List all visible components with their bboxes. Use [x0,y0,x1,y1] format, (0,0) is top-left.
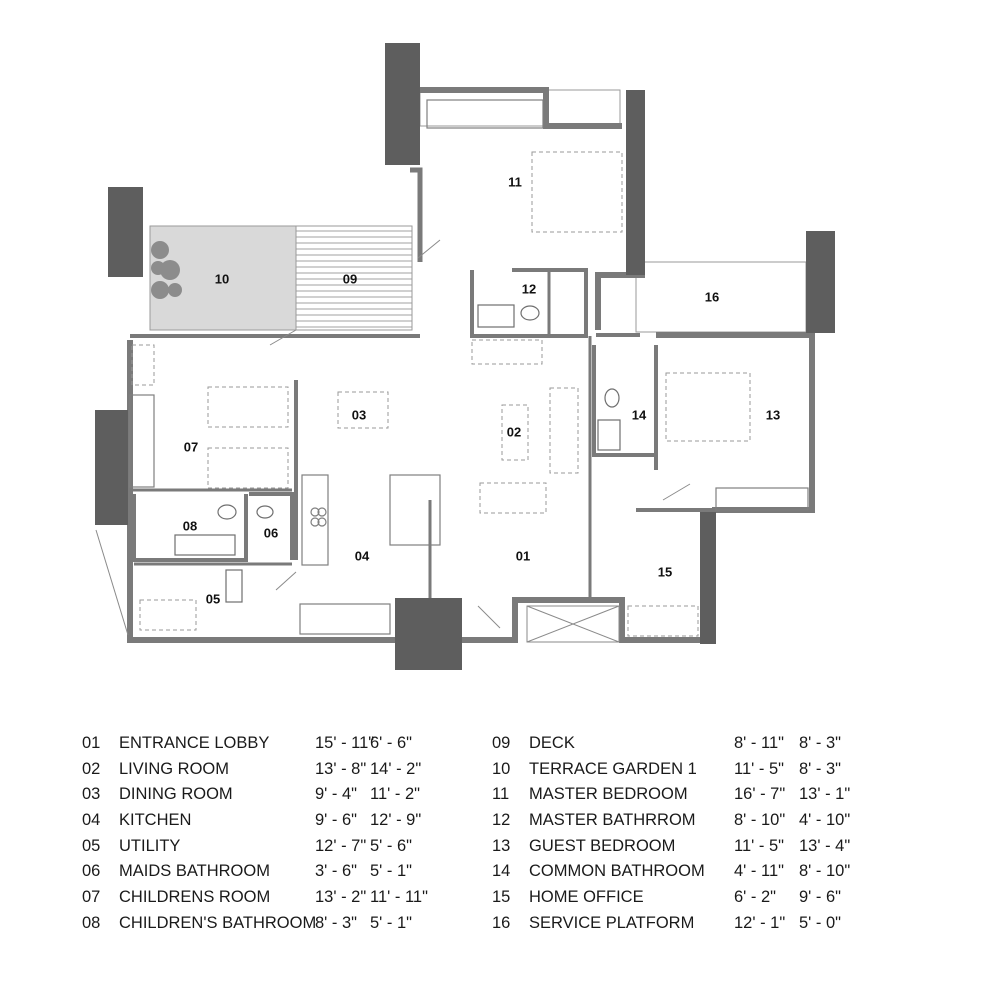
room-dimension-2: 8' - 10" [799,862,851,881]
room-dimension-2: 4' - 10" [799,811,851,830]
room-tags: 11 10 09 12 16 03 02 14 13 07 08 06 04 0… [183,174,780,606]
room-tag: 07 [184,439,198,454]
room-tag: 13 [766,407,780,422]
room-tag: 15 [658,564,672,579]
room-dimension-2: 13' - 4" [799,836,851,855]
room-dimension-2: 12' - 9" [370,811,422,830]
room-dimension-1: 4' - 11" [734,862,784,881]
room-name: ENTRANCE LOBBY [119,734,270,752]
wardrobes [129,99,809,635]
room-dimension-2: 5' - 0" [799,913,842,932]
room-tag: 06 [264,525,278,540]
room-name: UTILITY [119,836,181,855]
room-tag: 10 [215,271,229,286]
room-number: 03 [82,785,101,804]
room-name: DECK [529,734,575,752]
room-number: 11 [492,785,510,804]
room-dimension-1: 9' - 6" [315,811,358,830]
room-number: 07 [82,888,101,907]
bathroom-fixtures [174,304,621,603]
room-name: MASTER BATHRROM [529,811,696,830]
room-name: SERVICE PLATFORM [529,913,695,932]
room-dimension-2: 11' - 2" [370,785,420,804]
garden-planting [151,241,182,299]
room-number: 05 [82,836,101,855]
room-tag: 01 [516,548,530,563]
room-dimension-1: 6' - 2" [734,888,777,907]
room-name: HOME OFFICE [529,888,644,907]
room-dimension-1: 12' - 1" [734,913,786,932]
room-dimension-2: 11' - 11" [370,888,428,907]
room-dimension-2: 5' - 1" [370,862,413,881]
room-number: 12 [492,811,511,830]
room-number: 01 [82,734,101,752]
room-name: TERRACE GARDEN 1 [529,759,697,778]
room-number: 10 [492,759,511,778]
room-name: LIVING ROOM [119,759,230,778]
room-name: MASTER BEDROOM [529,785,688,804]
service-platform-area [635,261,807,333]
room-tag: 04 [355,548,370,563]
room-tag: 12 [522,281,536,296]
room-tag: 03 [352,407,366,422]
room-dimension-1: 3' - 6" [315,862,358,881]
furniture [131,151,751,637]
room-dimension-1: 11' - 5" [734,836,784,855]
room-name: CHILDREN'S BATHROOM [119,913,317,932]
room-tag: 11 [508,174,522,189]
room-name: KITCHEN [119,811,192,830]
room-number: 09 [492,734,511,752]
room-tag: 08 [183,518,197,533]
room-number: 08 [82,913,101,932]
room-name: DINING ROOM [119,785,233,804]
room-tag: 14 [632,407,647,422]
room-dimension-2: 5' - 1" [370,913,413,932]
room-dimension-2: 13' - 1" [799,785,851,804]
room-dimension-1: 8' - 10" [734,811,786,830]
room-dimension-1: 16' - 7" [734,785,786,804]
room-number: 06 [82,862,101,881]
room-name: GUEST BEDROOM [529,836,676,855]
room-number: 02 [82,759,101,778]
door-swings [95,239,691,643]
room-name: MAIDS BATHROOM [119,862,270,881]
room-name: COMMON BATHROOM [529,862,705,881]
room-dimension-1: 11' - 5" [734,759,784,778]
master-balcony [419,89,621,127]
room-dimension-1: 15' - 11" [315,734,375,752]
room-tag: 09 [343,271,357,286]
room-dimension-2: 5' - 6" [370,836,413,855]
room-number: 14 [492,862,511,881]
room-dimension-1: 13' - 2" [315,888,367,907]
floor-plan: 11 10 09 12 16 03 02 14 13 07 08 06 04 0… [95,43,835,670]
room-number: 04 [82,811,101,830]
room-tag: 16 [705,289,719,304]
room-dimension-1: 9' - 4" [315,785,358,804]
room-number: 15 [492,888,511,907]
room-name: CHILDRENS ROOM [119,888,271,907]
room-tag: 05 [206,591,220,606]
room-dimension-1: 13' - 8" [315,759,367,778]
room-dimension-2: 8' - 3" [799,734,842,752]
room-dimension-2: 6' - 6" [370,734,413,752]
room-number: 16 [492,913,511,932]
room-number: 13 [492,836,511,855]
room-dimension-1: 8' - 3" [315,913,358,932]
structural-columns [95,43,835,670]
room-dimension-1: 12' - 7" [315,836,367,855]
room-dimension-1: 8' - 11" [734,734,784,752]
room-dimension-2: 9' - 6" [799,888,842,907]
room-dimension-2: 14' - 2" [370,759,422,778]
room-dimension-2: 8' - 3" [799,759,842,778]
room-tag: 02 [507,424,521,439]
deck-area [295,225,413,331]
